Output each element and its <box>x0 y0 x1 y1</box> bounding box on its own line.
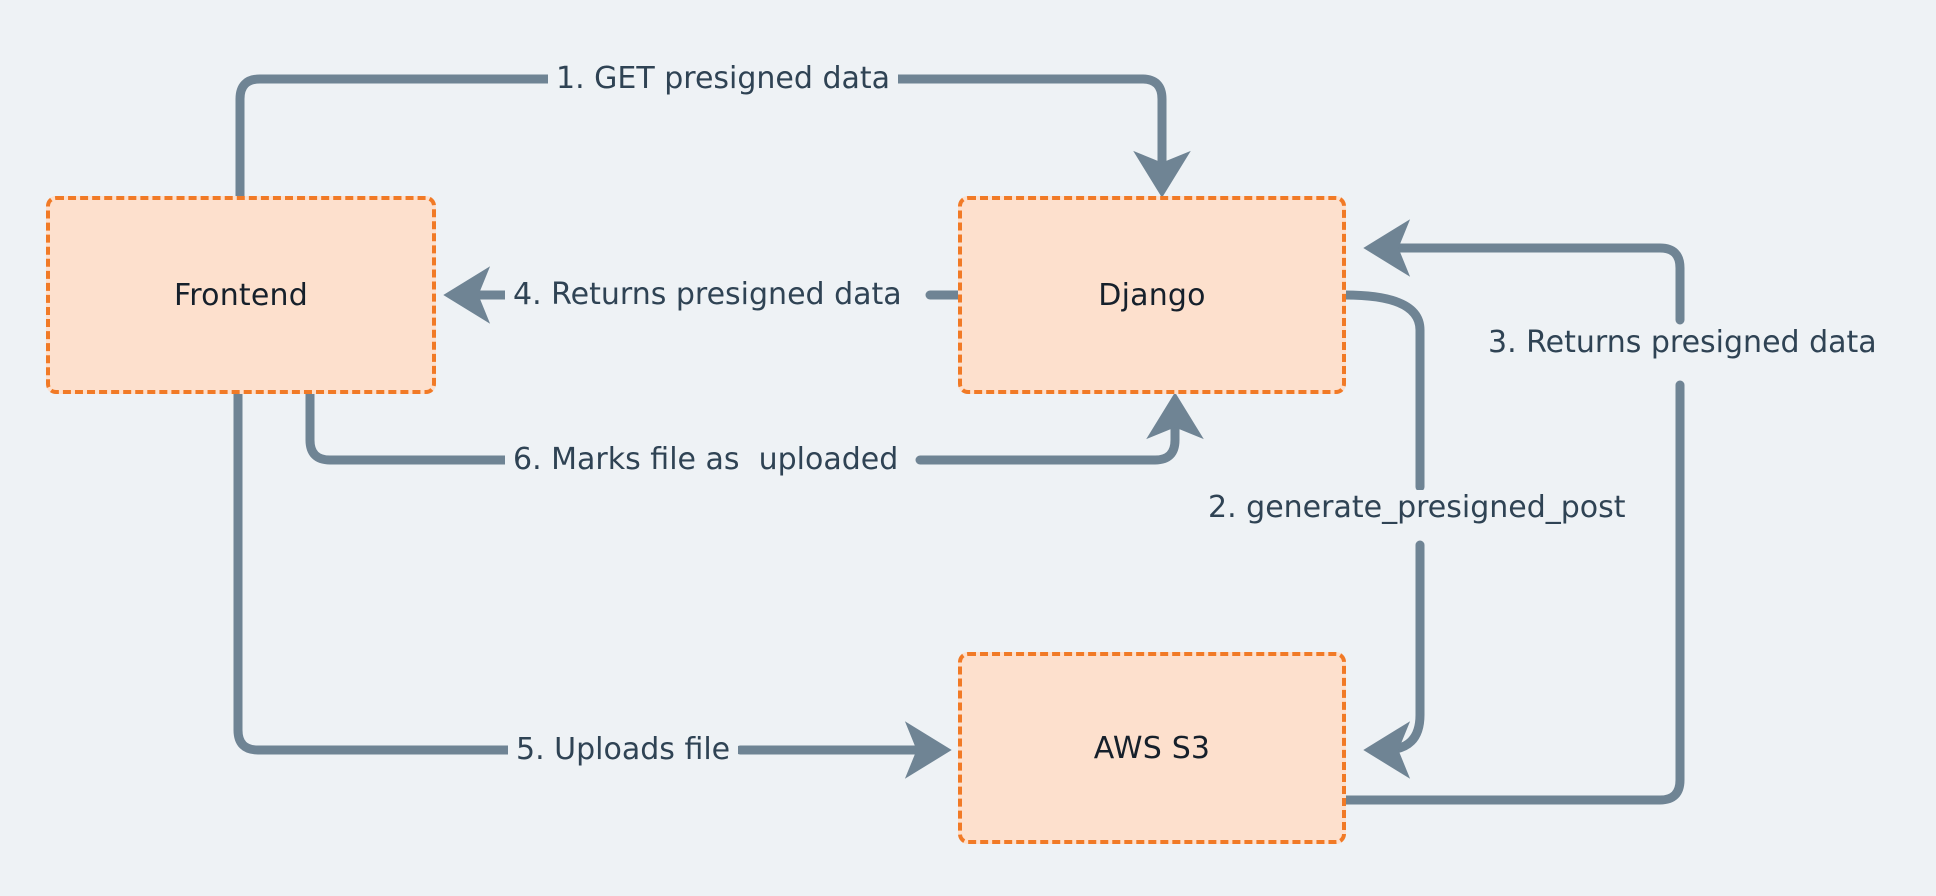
node-aws-s3-label: AWS S3 <box>1093 730 1211 766</box>
node-django-label: Django <box>1098 277 1206 313</box>
edge-path-1 <box>235 74 555 203</box>
edge-label-3: 3. Returns presigned data <box>1480 325 1885 361</box>
edge-path-3 <box>1340 380 1685 805</box>
edge-path-6 <box>305 387 513 465</box>
edge-label-5: 5. Uploads file <box>508 732 739 768</box>
edge-path-2b <box>1363 540 1425 779</box>
node-frontend-label: Frontend <box>174 277 308 313</box>
node-frontend[interactable]: Frontend <box>46 196 436 394</box>
edge-path-1b <box>875 74 1191 198</box>
node-aws-s3[interactable]: AWS S3 <box>958 652 1346 844</box>
edge-path-3b <box>1363 219 1685 325</box>
edge-path-2 <box>1340 290 1425 492</box>
edge-label-2: 2. generate_presigned_post <box>1200 490 1634 526</box>
edge-path-6b <box>915 392 1204 465</box>
edge-path-5 <box>233 387 515 755</box>
edge-label-6: 6. Marks file as uploaded <box>505 442 907 478</box>
node-django[interactable]: Django <box>958 196 1346 394</box>
edge-label-1: 1. GET presigned data <box>548 61 899 97</box>
edge-label-4: 4. Returns presigned data <box>505 277 910 313</box>
